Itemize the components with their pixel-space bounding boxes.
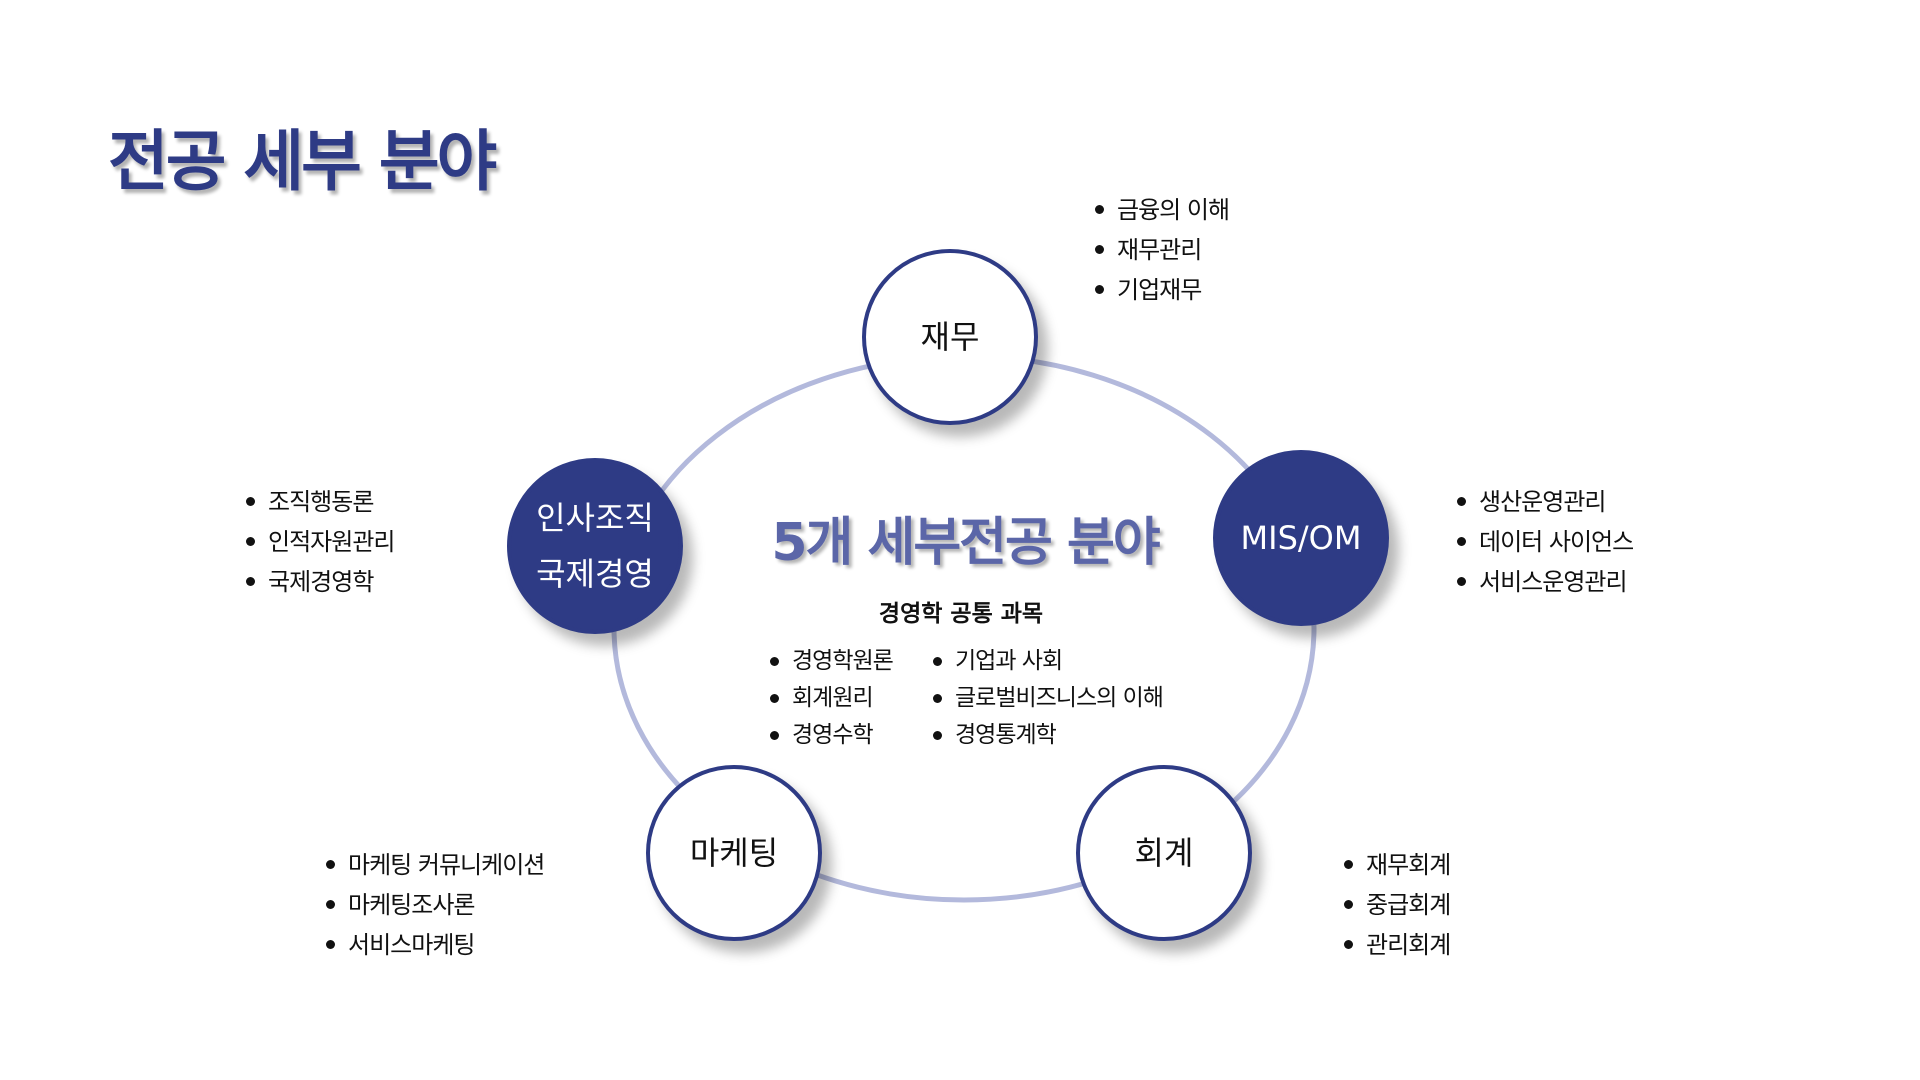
node-mis-om: MIS/OM (1213, 450, 1389, 626)
accounting-list: 재무회계 중급회계 관리회계 (1344, 845, 1451, 965)
node-label: 마케팅 (689, 834, 779, 872)
list-item: 중급회계 (1344, 885, 1451, 925)
list-item: 데이터 사이언스 (1457, 522, 1634, 562)
node-label: 국제경영 (536, 555, 654, 593)
list-item: 서비스마케팅 (326, 925, 544, 965)
list-item: 마케팅 커뮤니케이션 (326, 845, 545, 885)
list-item: 경영학원론 (770, 643, 894, 680)
center-title: 5개 세부전공 분야 (771, 513, 1160, 573)
common-courses-col1: 경영학원론 회계원리 경영수학 (770, 643, 894, 754)
list-item: 인적자원관리 (246, 522, 395, 562)
node-label: 회계 (1134, 834, 1194, 872)
node-hr-international: 인사조직 국제경영 (507, 458, 683, 634)
list-item: 경영수학 (770, 717, 893, 754)
list-item: 재무관리 (1095, 230, 1229, 270)
node-marketing: 마케팅 (646, 765, 822, 941)
list-item: 경영통계학 (933, 717, 1163, 754)
marketing-list: 마케팅 커뮤니케이션 마케팅조사론 서비스마케팅 (326, 845, 545, 965)
list-item: 조직행동론 (246, 482, 394, 522)
list-item: 관리회계 (1344, 925, 1451, 965)
list-item: 서비스운영관리 (1457, 562, 1633, 602)
common-courses-title: 경영학 공통 과목 (878, 601, 1044, 627)
list-item: 국제경영학 (246, 562, 394, 602)
list-item: 기업재무 (1095, 270, 1229, 310)
mis-list: 생산운영관리 데이터 사이언스 서비스운영관리 (1457, 482, 1634, 602)
node-accounting: 회계 (1076, 765, 1252, 941)
list-item: 금융의 이해 (1095, 190, 1230, 230)
node-label: MIS/OM (1240, 519, 1362, 557)
list-item: 회계원리 (770, 680, 893, 717)
finance-list: 금융의 이해 재무관리 기업재무 (1095, 190, 1230, 310)
common-courses-col2: 기업과 사회 글로벌비즈니스의 이해 경영통계학 (933, 643, 1164, 754)
list-item: 마케팅조사론 (326, 885, 544, 925)
page-title: 전공 세부 분야 (108, 123, 497, 200)
list-item: 글로벌비즈니스의 이해 (933, 680, 1164, 717)
node-label: 재무 (920, 318, 980, 356)
list-item: 기업과 사회 (933, 643, 1163, 680)
hr-list: 조직행동론 인적자원관리 국제경영학 (246, 482, 395, 602)
node-finance: 재무 (862, 249, 1038, 425)
list-item: 재무회계 (1344, 845, 1451, 885)
list-item: 생산운영관리 (1457, 482, 1633, 522)
node-label: 인사조직 (536, 499, 654, 537)
